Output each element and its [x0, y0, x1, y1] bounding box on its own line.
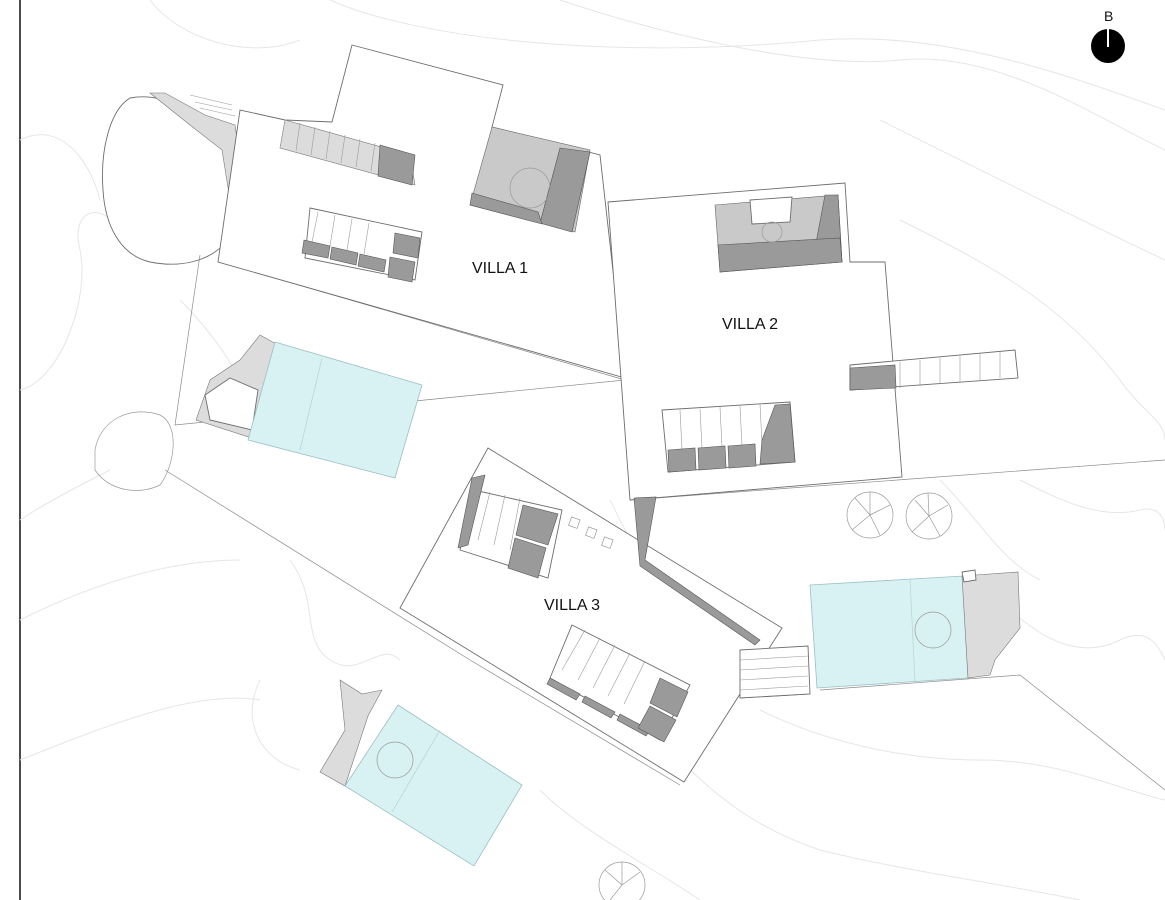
villa-1-pool-area	[195, 334, 423, 479]
north-arrow-label: B	[1104, 8, 1113, 24]
villa-3-label: VILLA 3	[544, 597, 600, 614]
villa-3-pool-area	[319, 679, 523, 867]
villa-2	[607, 182, 1019, 501]
villa-2-label: VILLA 2	[722, 316, 778, 333]
terrain-contours	[19, 0, 1165, 900]
villa-2-pool-area	[739, 569, 1021, 699]
tree-icon	[905, 492, 953, 540]
boulder-shape	[94, 411, 174, 491]
north-arrow: B	[1091, 8, 1125, 63]
tree-symbols	[94, 411, 953, 900]
tree-icon	[598, 861, 646, 900]
villa-3	[399, 447, 783, 783]
villa-1	[217, 44, 626, 379]
tree-icon	[846, 491, 894, 539]
villa-1-label: VILLA 1	[472, 260, 528, 277]
